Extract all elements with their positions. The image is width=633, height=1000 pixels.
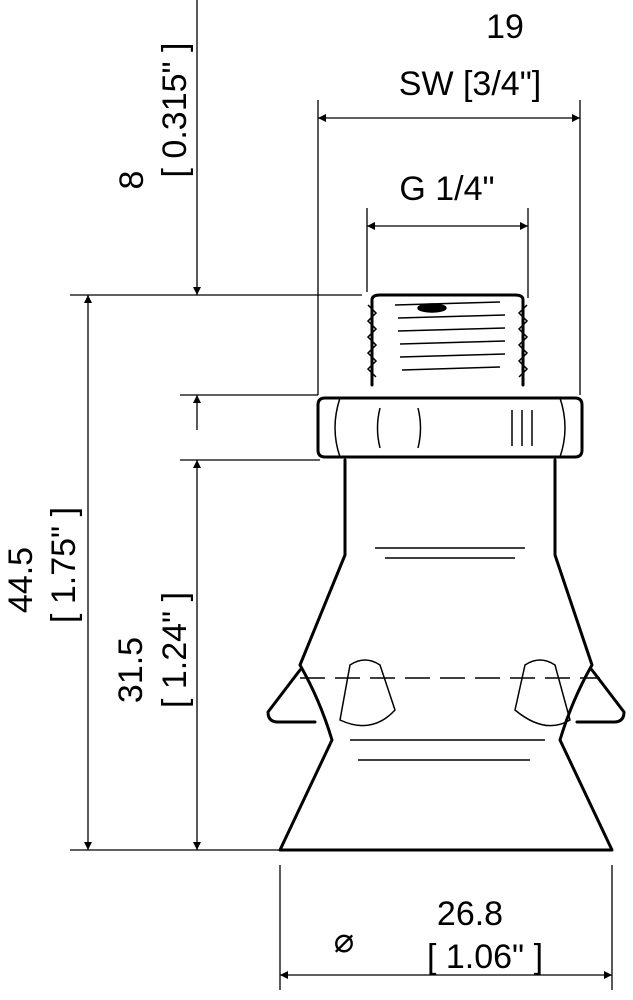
body-height-value: 31.5 [112,637,150,703]
thread-length-value: 8 [113,171,151,190]
left-ear [266,668,317,724]
thread-body [370,293,525,387]
diameter-symbol: ⌀ [334,922,354,960]
thread-lines [366,301,529,378]
wrench-size-value: 19 [486,8,524,46]
thread-label: G 1/4" [399,170,494,208]
wrench-size-label: SW [3/4"] [399,65,541,103]
hex-nut [316,396,584,459]
diameter-imperial: [ 1.06" ] [427,938,543,976]
diameter-value: 26.8 [437,895,503,933]
cup-body [278,458,614,852]
overall-height-value: 44.5 [2,547,40,613]
thread-length-imperial: [ 0.315" ] [156,43,194,178]
suction-cup-part [266,293,626,852]
right-ear [575,668,626,724]
extension-lines [70,100,613,990]
overall-height-imperial: [ 1.75" ] [45,507,83,623]
body-height-imperial: [ 1.24" ] [156,592,194,708]
body-detail-lines [300,547,600,761]
dimension-lines [84,0,612,979]
